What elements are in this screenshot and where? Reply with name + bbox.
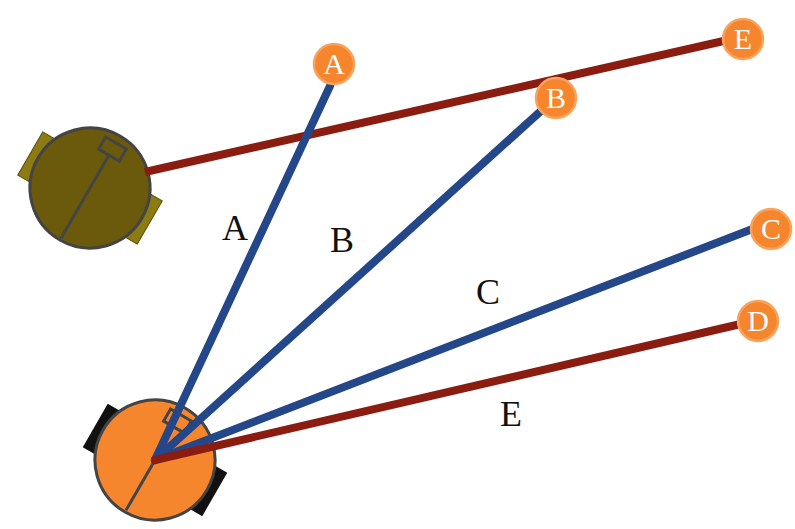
ray [155, 110, 542, 460]
ray [155, 323, 745, 460]
olive-robot [0, 102, 180, 275]
landmark-circle: A [312, 42, 356, 86]
landmark-circle: B [534, 76, 578, 120]
landmark-letter: B [534, 76, 578, 120]
ray-label: E [500, 396, 522, 432]
ray [155, 228, 755, 460]
landmark-circle: C [749, 207, 793, 251]
ray-label: B [330, 222, 354, 258]
landmark-letter: C [749, 207, 793, 251]
landmark-letter: E [721, 17, 765, 61]
landmark-circle: E [721, 17, 765, 61]
landmark-circle: D [736, 299, 780, 343]
landmark-letter: A [312, 42, 356, 86]
ray-label: A [222, 210, 248, 246]
ray [145, 40, 728, 172]
ray-label: C [476, 274, 500, 310]
landmark-letter: D [736, 299, 780, 343]
